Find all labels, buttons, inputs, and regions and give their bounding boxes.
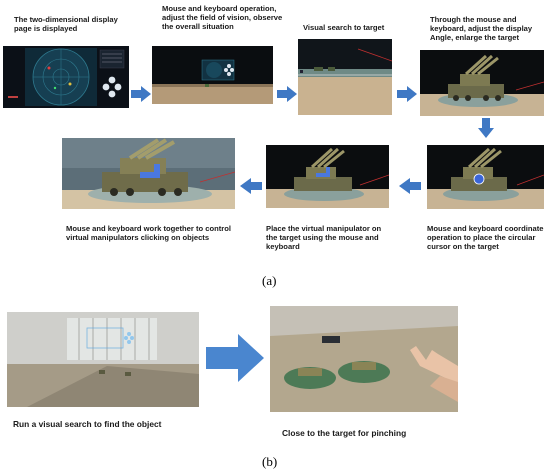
screenshot-field-of-vision [152, 46, 273, 104]
caption-step-4: Through the mouse and keyboard, adjust t… [430, 15, 533, 42]
figure-label-a: (a) [262, 273, 277, 288]
photo-visual-search [7, 312, 199, 407]
arrow-left-5 [399, 178, 421, 199]
screenshot-virtual-manipulator [266, 145, 389, 208]
arrow-right-2 [277, 86, 297, 107]
screenshot-manipulator-click [62, 138, 235, 209]
photo-pinching [270, 306, 458, 412]
arrow-right-3 [397, 86, 417, 107]
screenshot-visual-search [298, 39, 392, 115]
caption-step-7: Mouse and keyboard work together to cont… [66, 224, 231, 242]
caption-step-1: The two-dimensional display page is disp… [14, 15, 118, 33]
arrow-left-6 [240, 178, 262, 199]
caption-b-step-1: Run a visual search to find the object [13, 419, 162, 429]
caption-step-2: Mouse and keyboard operation, adjust the… [162, 4, 283, 31]
arrow-down-4 [478, 118, 494, 143]
screenshot-2d-display [3, 46, 129, 108]
caption-step-6: Place the virtual manipulator on the tar… [266, 224, 382, 251]
figure-label-b: (b) [262, 454, 278, 469]
caption-b-step-2: Close to the target for pinching [282, 428, 407, 438]
screenshot-enlarged-target [420, 50, 544, 116]
caption-step-5: Mouse and keyboard coordinate operation … [427, 224, 544, 251]
arrow-right-b [206, 334, 264, 387]
caption-step-3: Visual search to target [303, 23, 385, 32]
screenshot-circular-cursor [427, 145, 544, 209]
arrow-right-1 [131, 86, 151, 107]
